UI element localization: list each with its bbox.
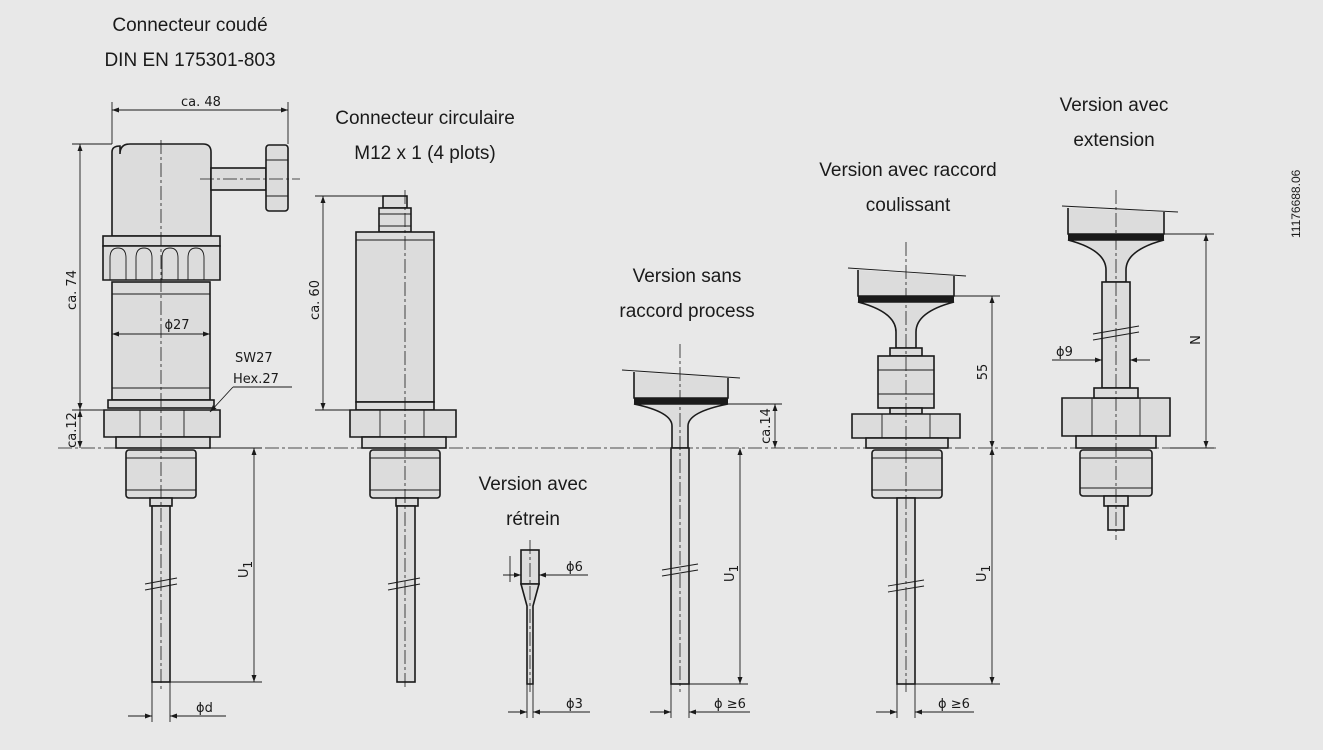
title-extension-line2: extension xyxy=(1073,130,1154,151)
title-circular-connector-line2: M12 x 1 (4 plots) xyxy=(354,143,496,164)
drawing-reference: 11176688.06 xyxy=(1289,169,1303,238)
dim-ca74: ca. 74 xyxy=(65,270,80,310)
title-sliding-line1: Version avec raccord xyxy=(819,160,996,181)
dim-u1-b: U1 xyxy=(723,565,741,582)
dim-ca12: ca.12 xyxy=(65,412,80,448)
title-no-process-line1: Version sans xyxy=(633,266,742,287)
dim-d9: ϕ9 xyxy=(1056,345,1073,360)
title-reduced-line1: Version avec xyxy=(479,474,588,495)
circular-connector-assembly: ca. 60 xyxy=(308,190,457,690)
dim-ca48: ca. 48 xyxy=(181,95,221,110)
dim-55: 55 xyxy=(976,364,991,381)
title-angle-connector-line1: Connecteur coudé xyxy=(112,15,267,36)
dim-u1-a: U1 xyxy=(237,561,255,578)
dim-dge6-b: ϕ ≥6 xyxy=(938,697,970,712)
title-circular-connector-line1: Connecteur circulaire xyxy=(335,108,515,129)
dim-u1-c: U1 xyxy=(975,565,993,582)
title-extension-line1: Version avec xyxy=(1060,95,1169,116)
extension-assembly: N ϕ9 xyxy=(1052,190,1214,540)
angle-connector-assembly: ca. 48 ca. 74 ca.12 ϕ27 SW27 Hex.27 U1 ϕ… xyxy=(65,95,300,722)
dim-sw27: SW27 xyxy=(235,351,273,366)
dim-ca14: ca.14 xyxy=(759,408,774,444)
dim-hex27: Hex.27 xyxy=(233,372,279,387)
sliding-assembly: 55 U1 ϕ ≥6 xyxy=(847,242,1000,718)
dim-d3: ϕ3 xyxy=(566,697,583,712)
title-reduced-line2: rétrein xyxy=(506,509,560,530)
title-no-process-line2: raccord process xyxy=(619,301,754,322)
dim-d27: ϕ27 xyxy=(164,318,189,333)
dim-d6: ϕ6 xyxy=(566,560,583,575)
dim-ca60: ca. 60 xyxy=(308,280,323,320)
reduced-tip-detail: ϕ6 ϕ3 xyxy=(503,540,590,718)
title-angle-connector-line2: DIN EN 175301-803 xyxy=(104,50,275,71)
dim-dd: ϕd xyxy=(196,701,213,716)
no-process-assembly: ca.14 U1 ϕ ≥6 xyxy=(621,344,782,718)
dim-dge6-a: ϕ ≥6 xyxy=(714,697,746,712)
title-sliding-line2: coulissant xyxy=(866,195,951,216)
dim-n: N xyxy=(1189,335,1204,345)
